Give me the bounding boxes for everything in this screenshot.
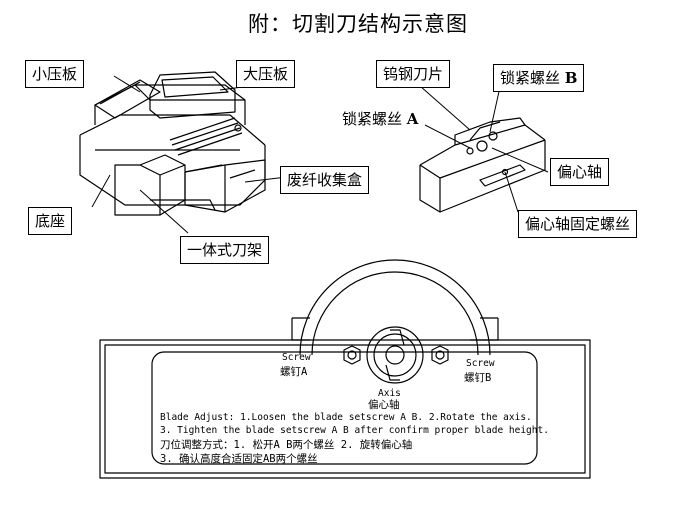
blade-wheel-drawing	[291, 259, 499, 356]
plate-screw-a-en: Screw	[282, 352, 311, 363]
plate-line-1: Blade Adjust: 1.Loosen the blade setscre…	[160, 412, 532, 423]
label-waste-box: 废纤收集盒	[280, 166, 370, 194]
label-lock-screw-a: 锁紧螺丝 A	[342, 108, 418, 129]
plate-axis-cn: 偏心轴	[368, 399, 400, 411]
figure-title: 附：切割刀结构示意图	[248, 12, 468, 36]
label-large-press: 大压板	[236, 60, 296, 88]
label-small-press: 小压板	[25, 60, 85, 88]
label-lock-screw-b-text: 锁紧螺丝	[500, 69, 561, 87]
label-plate-drawing	[99, 326, 591, 479]
plate-line-2: 3. Tighten the blade setscrew A B after …	[160, 425, 549, 436]
blade-holder-drawing	[419, 117, 546, 213]
plate-axis-en: Axis	[378, 388, 401, 399]
plate-screw-b-en: Screw	[466, 358, 495, 369]
plate-line-4: 3. 确认高度合适固定AB两个螺丝	[160, 453, 318, 465]
label-eccentric-axis: 偏心轴	[550, 158, 610, 186]
label-lock-screw-b-letter: B	[564, 69, 578, 87]
label-eccentric-axis-screw: 偏心轴固定螺丝	[518, 210, 638, 238]
plate-line-3: 刀位调整方式：1. 松开A B两个螺丝 2. 旋转偏心轴	[160, 439, 413, 451]
label-tungsten-blade: 钨钢刀片	[376, 60, 451, 88]
plate-screw-b-cn: 螺钉B	[464, 372, 492, 384]
label-lock-screw-a-letter: A	[406, 110, 419, 128]
label-base: 底座	[28, 207, 73, 235]
label-lock-screw-a-text: 锁紧螺丝	[342, 110, 403, 128]
label-lock-screw-b: 锁紧螺丝 B	[493, 64, 585, 92]
plate-screw-a-cn: 螺钉A	[280, 366, 308, 378]
cleaver-body-drawing	[79, 71, 266, 216]
label-blade-holder: 一体式刀架	[180, 236, 270, 264]
